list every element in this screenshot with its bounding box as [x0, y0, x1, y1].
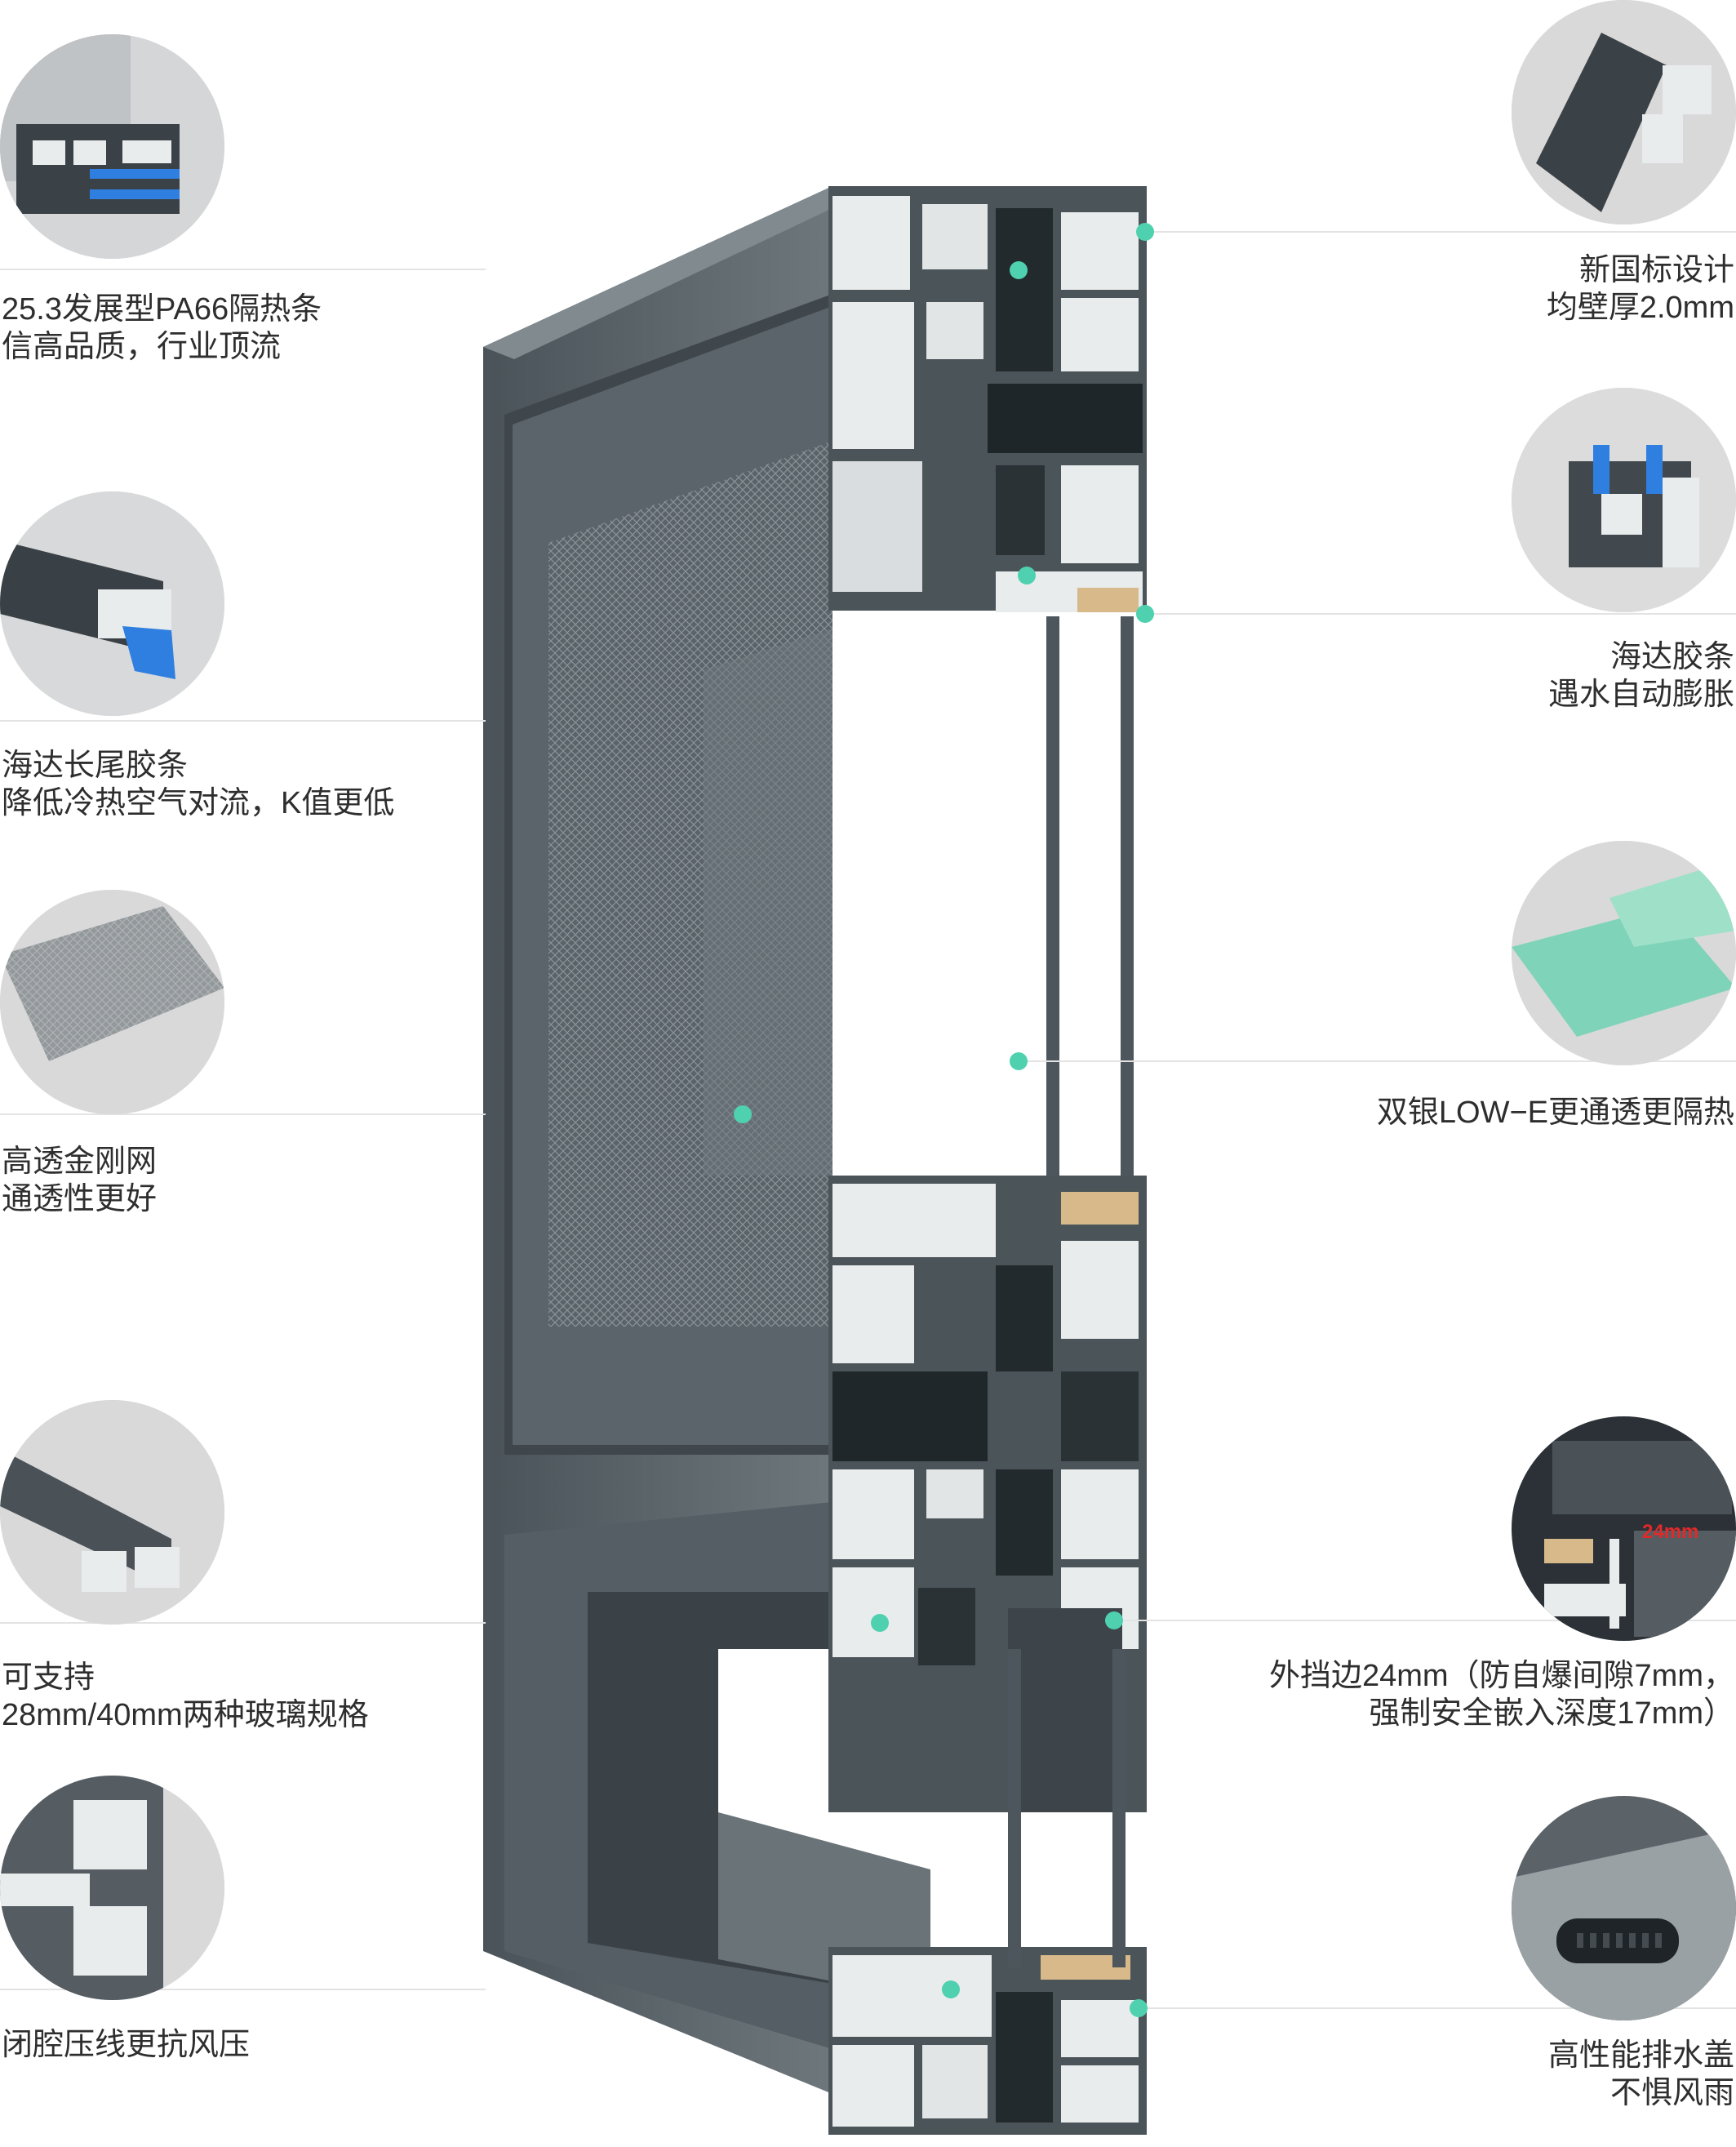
feature-caption: 海达长尾胶条 降低冷热空气对流，K值更低 — [2, 749, 395, 820]
hotspot-dot[interactable] — [1130, 1999, 1148, 2017]
closed-cavity-bead-icon — [0, 1776, 224, 2000]
hotspot-dot[interactable] — [1136, 605, 1154, 623]
hydro-swelling-gasket-icon — [1512, 388, 1736, 612]
feature-caption: 可支持 28mm/40mm两种玻璃规格 — [2, 1660, 369, 1732]
feature-caption: 新国标设计 均壁厚2.0mm — [1546, 253, 1734, 325]
hotspot-dot[interactable] — [1105, 1611, 1123, 1629]
thermal-break-strip-icon — [0, 34, 224, 259]
glass-spec-profile-icon — [0, 1400, 224, 1625]
diamond-mesh-icon — [0, 890, 224, 1114]
hotspot-dot[interactable] — [1136, 223, 1154, 241]
wall-thickness-profile-icon — [1512, 0, 1736, 224]
feature-caption: 高性能排水盖 不惧风雨 — [1547, 2038, 1734, 2110]
long-tail-gasket-icon — [0, 491, 224, 716]
hotspot-dot[interactable] — [734, 1105, 752, 1123]
glazing-edge-icon: 24mm — [1512, 1416, 1736, 1641]
hotspot-dot[interactable] — [871, 1614, 889, 1632]
low-e-glass-icon — [1512, 841, 1736, 1065]
feature-caption: 高透金刚网 通透性更好 — [2, 1145, 158, 1216]
hotspot-dot[interactable] — [1010, 261, 1028, 279]
hotspot-dot[interactable] — [1010, 1052, 1028, 1070]
feature-caption: 25.3发展型PA66隔热条 信高品质，行业顶流 — [2, 292, 322, 364]
dimension-badge: 24mm — [1642, 1521, 1699, 1543]
feature-caption: 外挡边24mm（防自爆间隙7mm， 强制安全嵌入深度17mm） — [1268, 1659, 1734, 1731]
feature-caption: 海达胶条 遇水自动膨胀 — [1547, 640, 1734, 712]
hotspot-dot[interactable] — [942, 1980, 960, 1998]
hotspot-dot[interactable] — [1018, 567, 1036, 585]
drain-cover-icon — [1512, 1796, 1736, 2020]
feature-caption: 闭腔压线更抗风压 — [2, 2028, 251, 2062]
feature-caption: 双银LOW−E更通透更隔热 — [1376, 1096, 1734, 1130]
